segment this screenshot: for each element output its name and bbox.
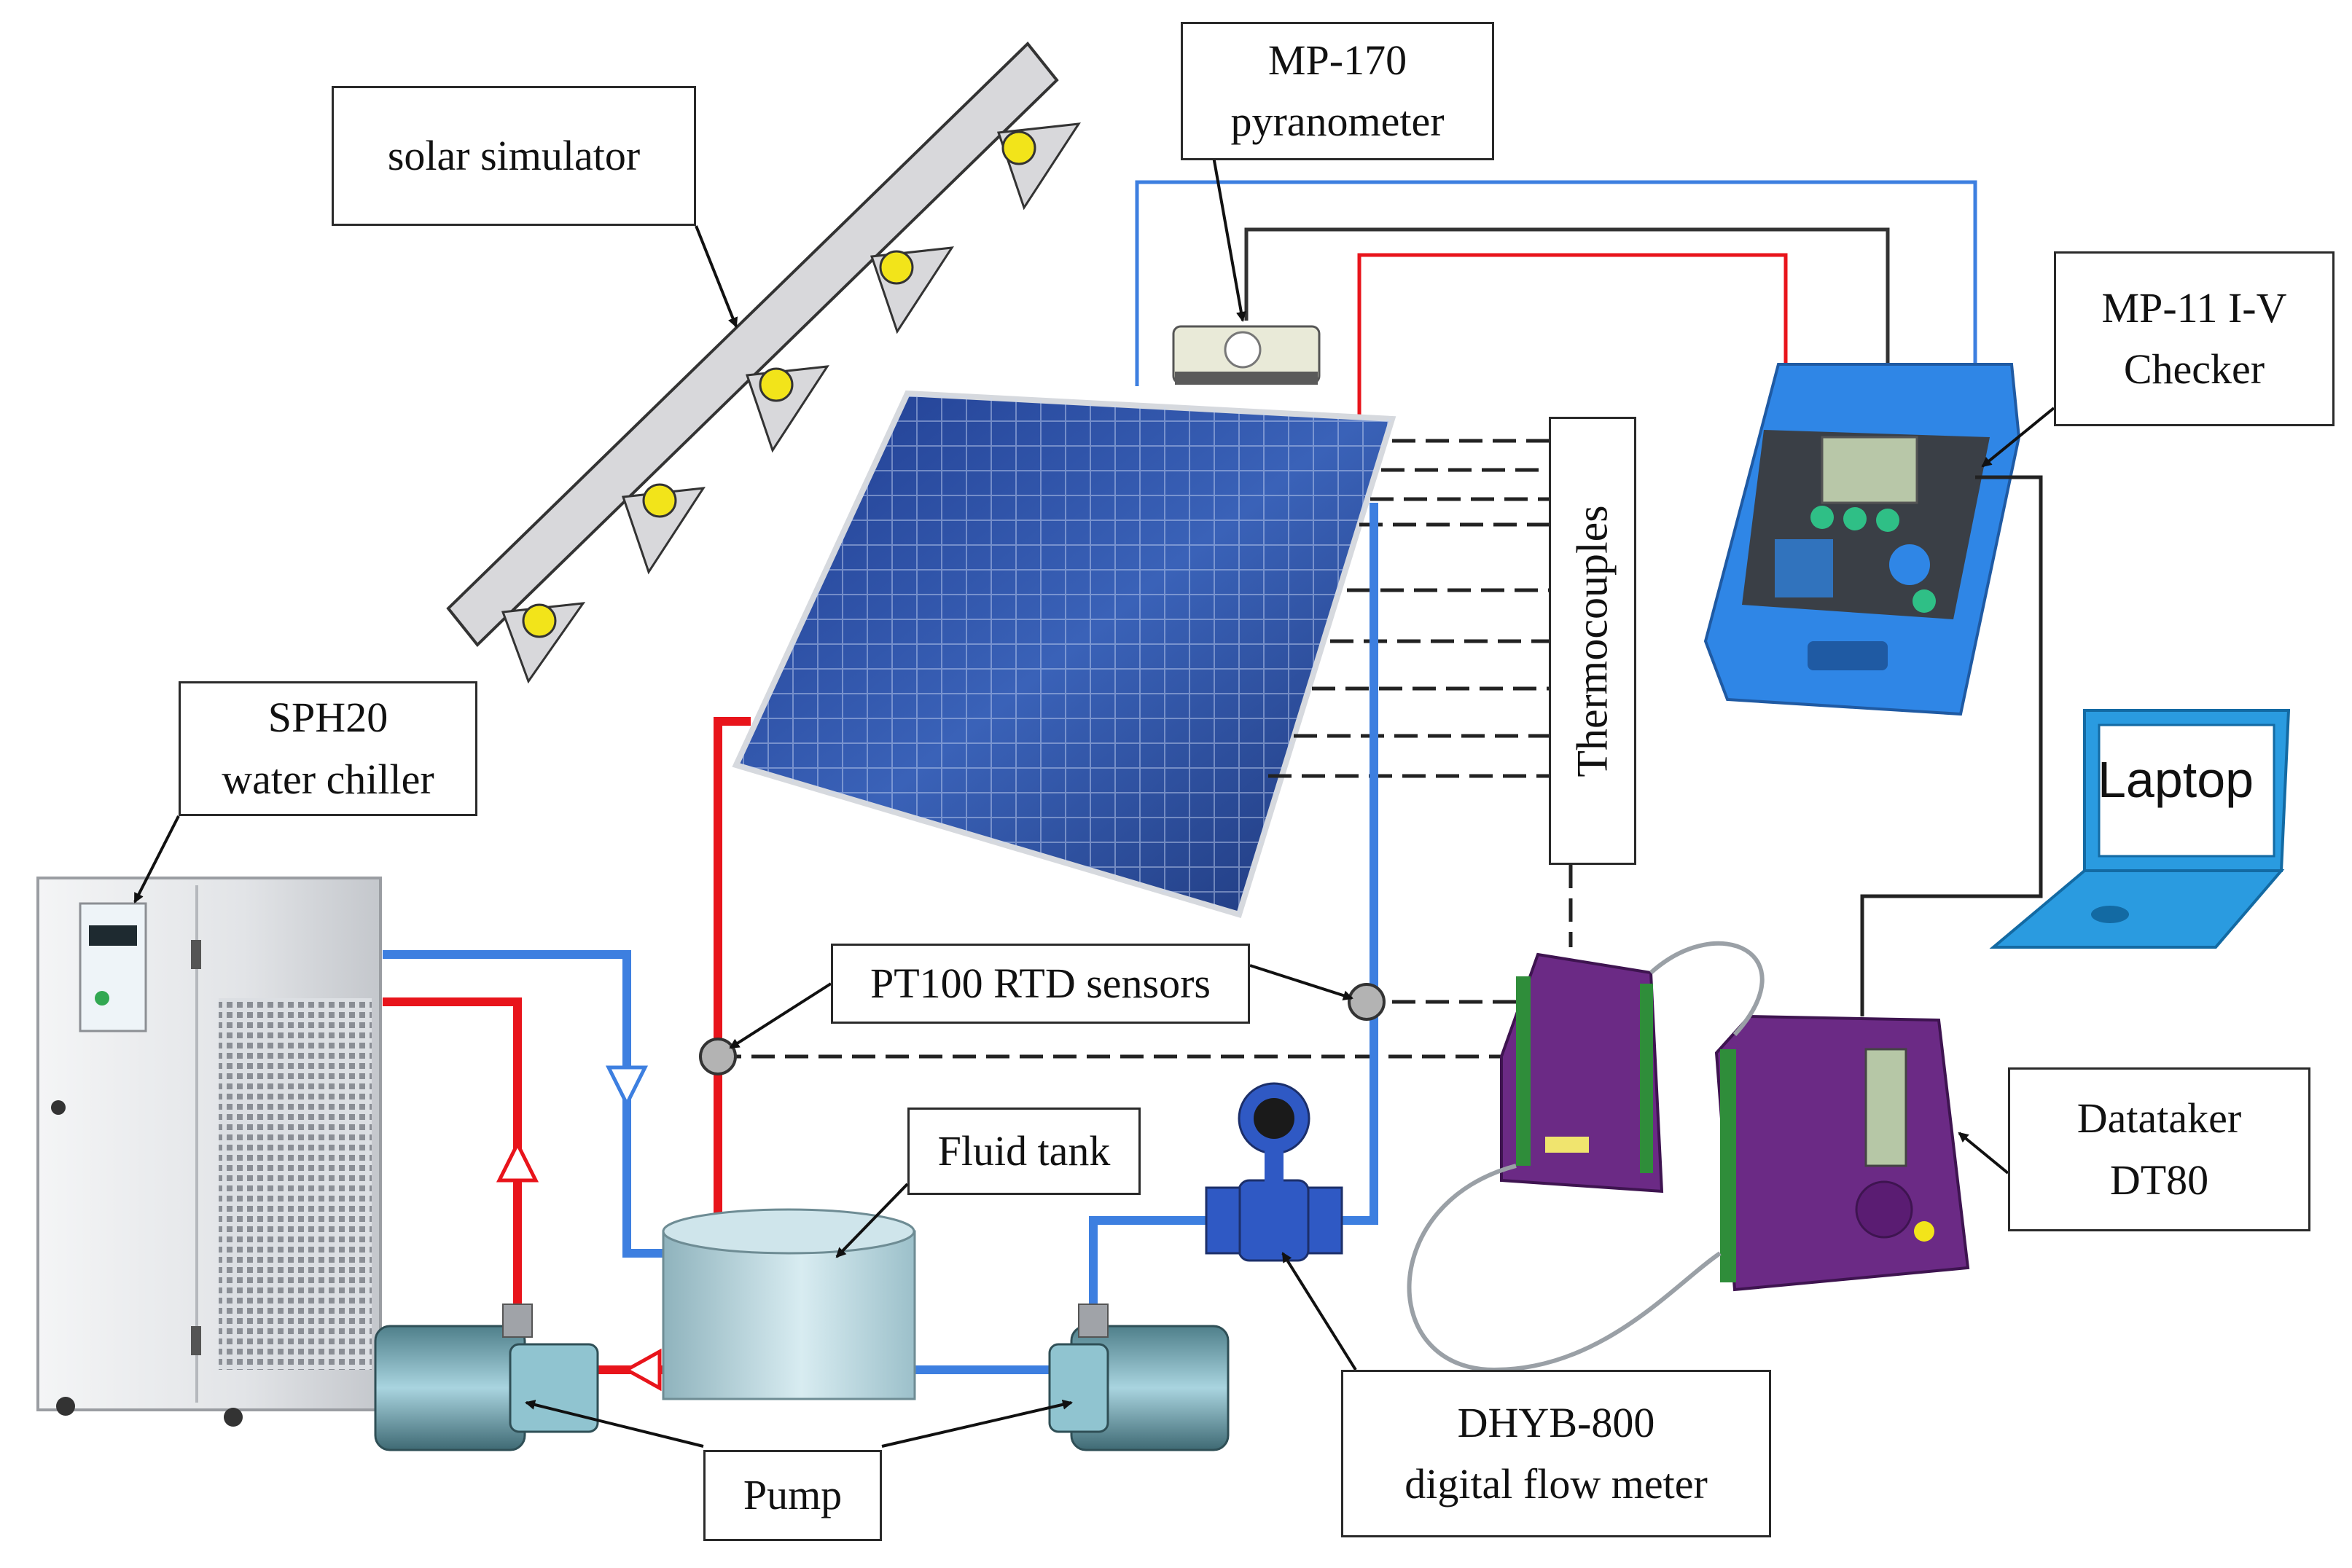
- iv-checker-device: [1703, 363, 2021, 716]
- label-flow-meter: DHYB-800 digital flow meter: [1341, 1370, 1771, 1537]
- label-flow-meter-line-1: DHYB-800: [1457, 1398, 1655, 1446]
- pump-left-device: [374, 1304, 599, 1451]
- fluid-tank-device: [662, 1208, 916, 1400]
- label-rtd-sensors-text: PT100 RTD sensors: [870, 959, 1211, 1007]
- datataker-expansion-device: [1500, 952, 1664, 1193]
- label-iv-checker-line-1: MP-11 I-V: [2101, 283, 2287, 332]
- flow-direction-markers: [496, 1065, 662, 1392]
- label-pump-text: Pump: [743, 1471, 843, 1519]
- lamp-5: [501, 602, 586, 684]
- label-fluid-tank-text: Fluid tank: [937, 1126, 1111, 1175]
- label-datataker: Datataker DT80: [2008, 1067, 2310, 1231]
- laptop-device: [1989, 709, 2291, 949]
- label-water-chiller-line-2: water chiller: [222, 755, 434, 803]
- label-iv-checker: MP-11 I-V Checker: [2054, 251, 2335, 426]
- label-pyranometer: MP-170 pyranometer: [1181, 22, 1494, 160]
- label-pyranometer-line-1: MP-170: [1267, 36, 1407, 84]
- label-fluid-tank: Fluid tank: [907, 1108, 1141, 1195]
- label-water-chiller: SPH20 water chiller: [179, 681, 477, 816]
- logger-laptop-link: [1860, 475, 2043, 1016]
- label-pyranometer-line-2: pyranometer: [1230, 98, 1445, 145]
- label-rtd-sensors: PT100 RTD sensors: [831, 944, 1250, 1024]
- logger-connection-cable: [1407, 941, 1765, 1373]
- label-water-chiller-line-1: SPH20: [267, 694, 388, 742]
- label-thermocouples: Thermocouples: [1549, 417, 1636, 865]
- solar-simulator: [446, 42, 1081, 684]
- label-thermocouples-text: Thermocouples: [1568, 504, 1617, 777]
- datataker-device: [1714, 1014, 1970, 1292]
- lamp-1: [996, 122, 1081, 211]
- lamp-2: [870, 246, 954, 334]
- rtd-sensor-1: [699, 1038, 737, 1075]
- pyranometer-device: [1172, 325, 1321, 385]
- label-iv-checker-line-2: Checker: [2123, 345, 2265, 393]
- solar-panel: [732, 390, 1396, 918]
- label-laptop: Laptop: [2098, 751, 2254, 808]
- thermocouple-lines: [718, 439, 1573, 1059]
- rtd-sensor-2: [1348, 983, 1386, 1021]
- lamp-4: [621, 483, 706, 575]
- label-pointers: [133, 156, 2055, 1448]
- label-datataker-line-2: DT80: [2109, 1156, 2209, 1204]
- label-pump: Pump: [703, 1450, 882, 1541]
- pump-right-device: [1048, 1304, 1230, 1451]
- label-solar-simulator: solar simulator: [332, 86, 696, 226]
- lamp-3: [745, 365, 829, 453]
- label-datataker-line-1: Datataker: [2076, 1094, 2242, 1142]
- iv-checker-wiring: [1135, 180, 1977, 444]
- label-solar-simulator-text: solar simulator: [387, 131, 641, 179]
- water-chiller-device: [36, 877, 382, 1427]
- label-flow-meter-line-2: digital flow meter: [1404, 1460, 1708, 1508]
- flow-meter-device: [1205, 1082, 1343, 1262]
